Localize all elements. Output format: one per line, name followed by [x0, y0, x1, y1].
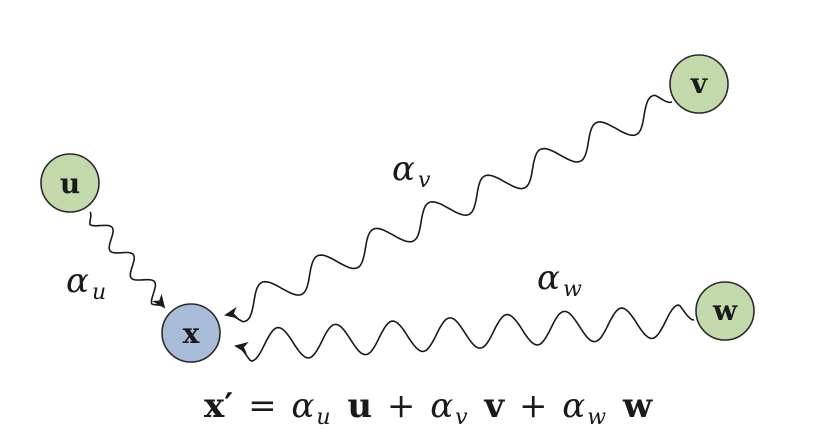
edge-w-to-x [234, 304, 695, 362]
node-v: v [669, 54, 729, 114]
update-equation: x′ = αu u + αv v + αw w [204, 386, 653, 433]
node-u-label: u [60, 167, 80, 200]
edge-v-to-x [224, 94, 673, 323]
node-x: x [161, 303, 221, 363]
node-w: w [695, 281, 755, 341]
node-w-label: w [712, 294, 738, 327]
node-x-label: x [183, 317, 200, 350]
edge-u-to-x [89, 211, 166, 309]
node-u: u [40, 153, 100, 213]
node-v-label: v [690, 67, 708, 100]
